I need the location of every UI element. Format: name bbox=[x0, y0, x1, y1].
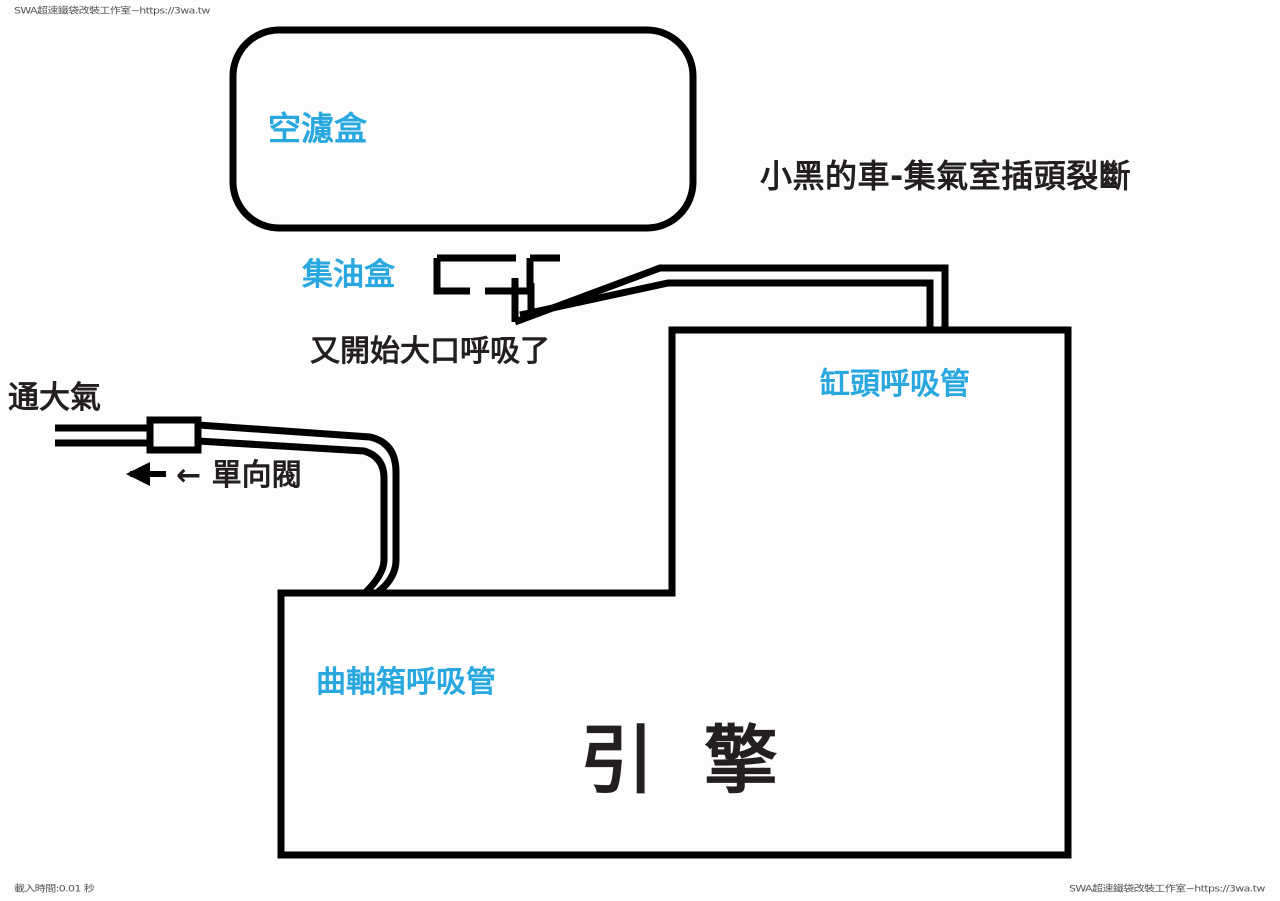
crankcase-breather-label: 曲軸箱呼吸管 bbox=[316, 665, 496, 700]
diagram-title: 小黑的車-集氣室插頭裂斷 bbox=[760, 157, 1132, 195]
air-filter-box-label: 空濾盒 bbox=[268, 109, 367, 148]
cylinder-head-breather-label: 缸頭呼吸管 bbox=[820, 367, 970, 402]
air-filter-box-shape bbox=[229, 26, 697, 232]
one-way-valve-label: ← 單向閥 bbox=[176, 458, 302, 493]
cylinder-head-tube-outer-wall bbox=[513, 264, 949, 330]
engine-label: 引 擎 bbox=[580, 718, 790, 804]
watermark-top: SWA超速鐵袋改裝工作室~https://3wa.tw bbox=[14, 5, 210, 16]
oilcatch-left-port-line bbox=[433, 258, 470, 295]
oil-catch-box-label: 集油盒 bbox=[302, 257, 395, 293]
watermark-load-time: 載入時間:0.01 秒 bbox=[14, 883, 95, 894]
watermark-bottom-right: SWA超速鐵袋改裝工作室~https://3wa.tw bbox=[1069, 883, 1265, 894]
breathing-note-label: 又開始大口呼吸了 bbox=[310, 334, 550, 369]
vent-to-atmosphere-label: 通大氣 bbox=[8, 380, 101, 416]
crankcase-tube-inner-wall bbox=[197, 437, 388, 595]
valve-flow-arrow-icon bbox=[126, 462, 166, 486]
crankcase-tube-outer-wall bbox=[197, 421, 400, 595]
engine-block-outline bbox=[277, 326, 1072, 859]
cylinder-head-tube-inner-wall bbox=[519, 279, 934, 330]
oilcatch-right-port-line bbox=[485, 258, 534, 295]
one-way-valve-body bbox=[146, 416, 202, 454]
